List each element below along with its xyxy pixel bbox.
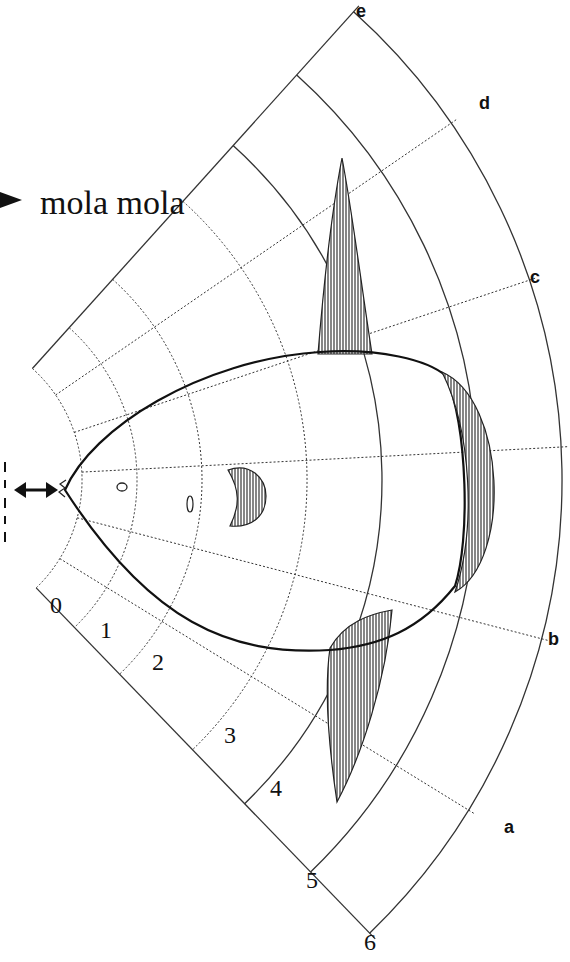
grid-number: 1: [100, 618, 112, 642]
grid-ray: [36, 588, 375, 939]
grid-letter: e: [356, 2, 366, 20]
grid-number: 2: [152, 650, 164, 674]
pointer-arrow: [0, 192, 22, 208]
species-name: mola mola: [40, 186, 184, 220]
grid-ray: [56, 119, 458, 395]
grid-arc: [32, 369, 82, 588]
grid-arc: [354, 12, 562, 933]
grid-number: 5: [306, 868, 318, 892]
grid-number: 0: [50, 593, 62, 617]
grid-arc: [69, 328, 137, 628]
grid-ray: [32, 6, 359, 369]
grid-number: 6: [364, 930, 376, 954]
grid-arc: [297, 75, 477, 872]
grid-ray: [60, 559, 476, 815]
grid-letter: a: [504, 818, 514, 836]
grid-letter: b: [548, 630, 559, 648]
double-arrow: [14, 482, 58, 498]
transformation-grid: [32, 6, 569, 939]
sunfish-figure: [59, 158, 494, 802]
grid-number: 3: [224, 723, 236, 747]
grid-letter: c: [530, 268, 540, 286]
grid-ray: [82, 447, 569, 473]
edge-marks: [4, 462, 6, 542]
grid-number: 4: [270, 776, 282, 800]
grid-arc: [183, 201, 307, 750]
grid-letter: d: [479, 94, 490, 112]
grid-arc: [113, 279, 202, 674]
